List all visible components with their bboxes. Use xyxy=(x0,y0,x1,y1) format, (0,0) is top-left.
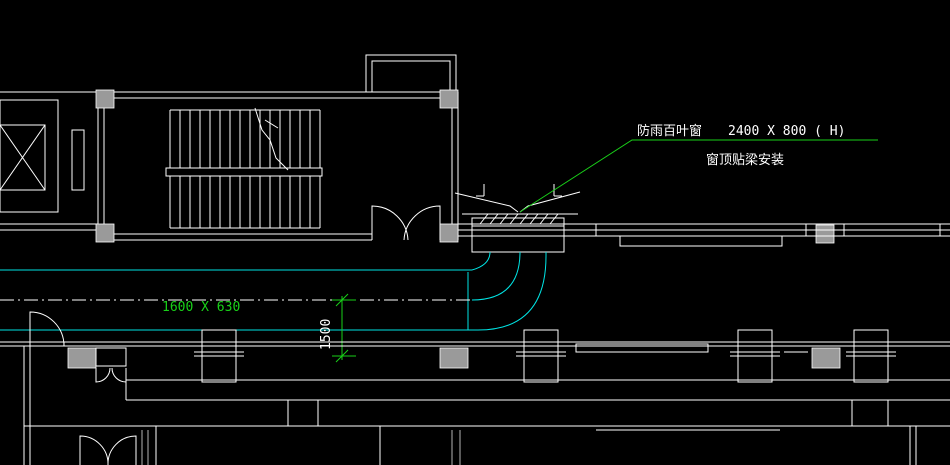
install-note-label: 窗顶贴梁安装 xyxy=(706,152,784,168)
duct-size-label: 1600 X 630 xyxy=(162,300,240,315)
dimension-line xyxy=(332,293,356,363)
louver-size-label: 2400 X 800 ( H) xyxy=(728,124,845,139)
lower-hatching xyxy=(141,430,461,465)
structural-columns xyxy=(67,89,841,369)
louver-name-label: 防雨百叶窗 xyxy=(637,123,702,139)
dimension-value-label: 1500 xyxy=(319,319,334,350)
leader-line xyxy=(519,139,878,213)
lower-window-units xyxy=(194,329,896,383)
exterior-wall xyxy=(458,223,950,247)
lower-corridor xyxy=(0,311,950,465)
elevator-shaft xyxy=(0,91,98,231)
air-duct xyxy=(0,251,547,331)
louver-window xyxy=(454,184,581,253)
stairwell xyxy=(97,54,459,241)
stair-treads xyxy=(169,109,321,229)
